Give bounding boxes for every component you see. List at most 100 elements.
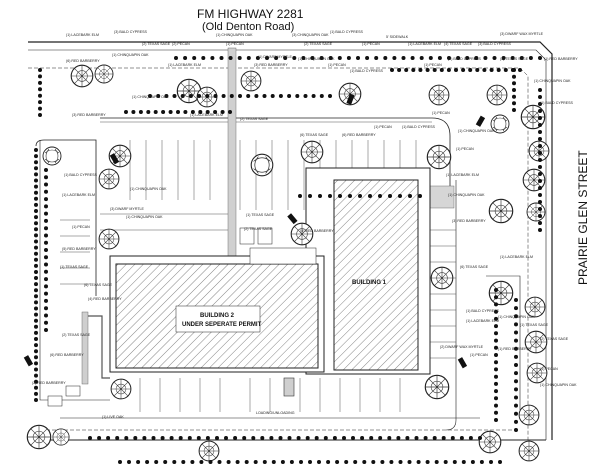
shrub-icon [127,460,131,464]
shrub-icon [538,137,542,141]
plant-callout-label: (1) DWARF MYRTLE [258,55,293,59]
shrub-icon [169,436,174,440]
plant-callout-label: (1) RED BARBERRY [498,347,532,351]
shrub-icon [88,436,92,440]
shrub-icon [115,436,120,440]
plant-callout-label: (2) TEXAS SAGE [142,42,171,46]
shrub-icon [38,80,42,85]
shrub-icon [233,436,238,440]
shrub-icon [425,460,430,464]
tree-icon [426,144,452,170]
tree-icon [290,222,314,246]
plant-callout-label: (1) PECAN [456,147,474,151]
shrub-icon [295,94,300,98]
shrub-icon [514,387,518,392]
shrub-icon [494,389,498,394]
shrub-icon [34,282,38,287]
shrub-icon [425,68,430,72]
shrub-icon [160,436,165,440]
shrub-icon [283,56,288,60]
shrub-icon [174,56,178,60]
tree-icon [98,228,120,250]
shrub-icon [34,166,38,171]
shrub-icon [494,309,498,314]
plant-callout-label: (2) RED BARBERRY [32,381,66,385]
shrub-icon [44,240,48,245]
shrub-icon [34,270,38,274]
shrub-icon [454,68,458,72]
shrub-icon [190,460,195,464]
shrub-icon [34,324,38,329]
shrub-icon [44,182,48,187]
shrub-icon [538,228,542,232]
shrub-icon [44,284,48,289]
shrub-icon [287,94,292,98]
shrub-icon [396,436,401,440]
shrub-icon [510,56,515,60]
shrub-icon [210,56,215,60]
shrub-icon [187,436,192,440]
shrub-icon [514,338,518,343]
shrub-icon [44,328,48,332]
plant-callout-label: (1) BALD CYPRESS [448,57,482,61]
shrub-icon [514,419,518,424]
shrub-icon [34,391,38,396]
plant-callout-label: (6) RED BARBERRY [66,59,100,63]
shrub-icon [38,74,42,79]
shrub-icon [494,324,498,329]
shrub-icon [44,204,48,209]
shrub-icon [161,110,166,114]
shrub-icon [34,294,38,299]
plant-callout-label: (3) RED BARBERRY [72,113,106,117]
tree-icon [198,440,220,462]
shrub-icon [237,56,242,60]
shrub-icon [145,460,150,464]
shrub-icon [253,460,258,464]
shrub-icon [362,460,367,464]
shrub-icon [538,214,542,218]
shrub-icon [538,95,542,99]
tree-icon [240,70,262,92]
tree-icon [526,202,546,222]
shrub-icon [34,263,38,268]
shrub-icon [478,436,482,440]
plant-callout-label: (1) PECAN [374,125,392,129]
shrub-icon [34,337,38,341]
shrub-icon [34,276,38,280]
plant-callout-label: (1) LACEBARK ELM [408,42,441,46]
tree-icon [428,84,450,106]
shrub-icon [494,403,498,408]
shrub-icon [514,363,518,367]
building-1: BUILDING 1 [305,167,431,375]
shrub-icon [34,306,38,311]
shrub-icon [461,68,466,72]
shrub-icon [219,56,224,60]
shrub-icon [514,346,518,351]
shrub-icon [192,56,197,60]
shrub-icon [389,460,394,464]
shrub-icon [398,460,403,464]
shrub-icon [390,68,394,72]
shrub-icon [221,94,226,98]
shrub-icon [224,436,228,440]
shrub-icon [138,110,143,114]
shrub-icon [215,436,219,440]
shrub-icon [319,94,324,98]
shrub-icon [404,68,409,72]
shrub-icon [397,68,402,72]
shrub-icon [246,94,251,98]
shrub-icon [34,330,38,335]
shrub-icon [44,255,48,260]
shrub-icon [301,56,306,60]
north-street-name: FM HIGHWAY 2281 [197,7,304,21]
shrub-icon [498,460,502,464]
shrub-icon [198,110,203,114]
shrub-icon [538,123,542,127]
plant-callout-label: (1) PECAN [72,225,90,229]
shrub-icon [255,56,260,60]
shrub-icon [378,194,382,198]
shrub-icon [34,148,38,152]
shrub-icon [501,56,506,60]
shrub-icon [494,381,498,386]
shrub-icon [38,100,42,105]
